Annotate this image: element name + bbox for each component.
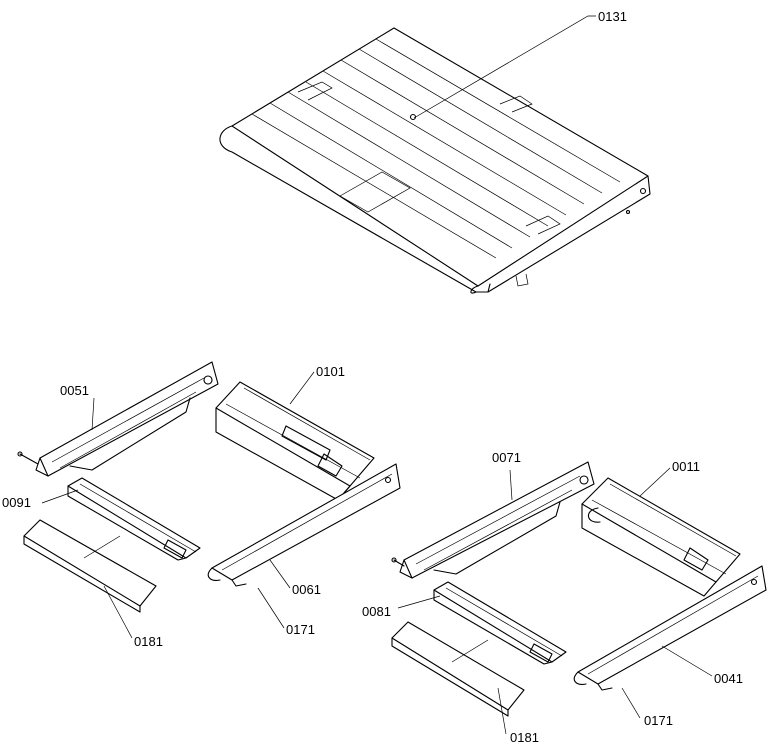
leader-lines: [41, 15, 713, 735]
label-0051: 0051: [60, 383, 89, 398]
label-0101: 0101: [316, 364, 345, 379]
clip-0091: [67, 477, 201, 561]
screw-left: [17, 451, 39, 465]
clip-0081: [433, 581, 567, 665]
bracket-0011: [581, 477, 741, 597]
siderail-0041: [573, 565, 767, 691]
label-0171-left: 0171: [286, 622, 315, 637]
trim-0181-left: [23, 519, 157, 613]
label-0061: 0061: [292, 582, 321, 597]
label-0011: 0011: [672, 459, 700, 474]
shelf-0131: [219, 27, 651, 294]
trim-0181-right: [391, 621, 525, 717]
siderail-0061: [207, 463, 401, 587]
label-0171-right: 0171: [644, 713, 673, 728]
label-0041: 0041: [714, 671, 743, 686]
screw-right: [391, 557, 405, 567]
label-0181-right: 0181: [510, 730, 539, 745]
label-0091: 0091: [2, 495, 31, 510]
label-0081: 0081: [362, 604, 391, 619]
bracket-0101: [215, 381, 375, 501]
label-0181-left: 0181: [134, 634, 163, 649]
rail-0051: [35, 361, 219, 477]
label-0131: 0131: [598, 9, 627, 24]
rail-0071: [399, 461, 595, 579]
label-0071: 0071: [492, 450, 521, 465]
